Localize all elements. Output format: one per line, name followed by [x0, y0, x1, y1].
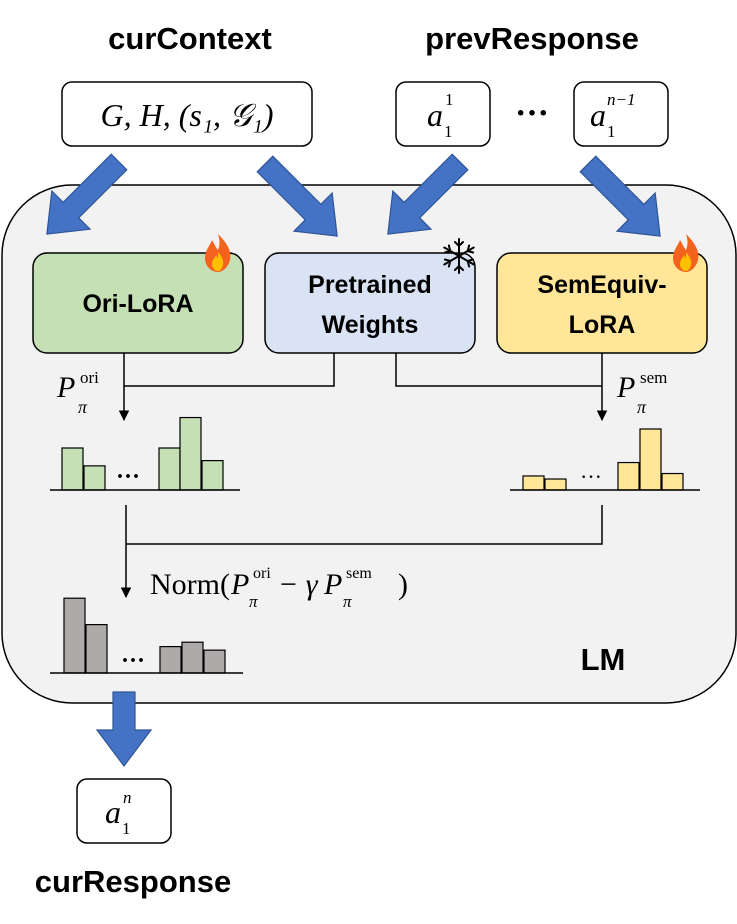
output-box: [76, 778, 172, 844]
prev-response-first-base: a: [427, 97, 443, 133]
prev-response-last-sup: n−1: [607, 90, 635, 109]
norm-p-sem-sub: π: [343, 592, 352, 611]
sem-bar-2: [544, 478, 567, 491]
norm-formula: Norm( P ori π − γ P sem π ): [150, 565, 408, 611]
fire-icon: [205, 234, 231, 272]
arrow-prev-first-to-pretrained: [387, 153, 469, 235]
cur-response-title: curResponse: [35, 864, 231, 899]
combined-bar-1: [63, 597, 86, 674]
norm-p-ori-sup: ori: [253, 565, 271, 582]
p-ori-sup: ori: [80, 368, 99, 387]
semequiv-label-line1: SemEquiv-: [537, 271, 666, 299]
sem-bar-5: [661, 472, 684, 491]
ori-bar-2: [83, 465, 106, 491]
p-sem-base: P: [616, 371, 635, 404]
ori-bar-4: [179, 416, 202, 491]
output-sup: n: [123, 788, 132, 807]
ori-bar-1: [61, 447, 84, 491]
prev-response-first-sub: 1: [444, 122, 453, 141]
p-sem-sub: π: [637, 397, 647, 417]
combined-bar-3: [159, 645, 182, 674]
arrow-context-to-pretrained: [256, 155, 338, 237]
output-sub: 1: [122, 819, 131, 838]
norm-p-sem-base: P: [323, 568, 342, 601]
input-arrows: [46, 153, 661, 767]
semequiv-label-line2: LoRA: [569, 311, 636, 339]
ori-bar-3: [158, 447, 181, 491]
prev-response-ellipsis: ···: [515, 95, 549, 132]
combined-bar-2: [85, 623, 108, 674]
norm-p-ori-base: P: [230, 568, 249, 601]
norm-minus-gamma: − γ: [278, 568, 319, 601]
arrow-lm-to-output: [95, 691, 153, 767]
prev-response-title: prevResponse: [425, 21, 639, 56]
p-sem-sup: sem: [640, 368, 667, 387]
pretrained-label-line2: Weights: [322, 311, 419, 339]
sem-bar-1: [522, 475, 545, 491]
ori-bar-5: [201, 460, 224, 491]
cur-context-title: curContext: [108, 21, 272, 56]
p-ori-base: P: [56, 371, 75, 404]
pretrained-to-ori-line: [124, 353, 335, 387]
prev-response-last-sub: 1: [607, 122, 616, 141]
ori-lora-box: [32, 252, 244, 354]
prev-response-first-sup: 1: [445, 90, 454, 109]
context-input-math: G, H, (s₁, 𝒢₁): [100, 97, 273, 133]
sem-histogram-ellipsis: ···: [580, 464, 602, 489]
pretrained-label-line1: Pretrained: [308, 271, 432, 299]
pretrained-to-sem-line: [395, 353, 602, 387]
norm-p-sem-sup: sem: [346, 565, 372, 582]
arrow-prev-last-to-semequiv: [579, 155, 661, 237]
combined-histogram: ···: [50, 597, 243, 674]
ori-lora-label: Ori-LoRA: [82, 290, 193, 318]
sem-to-combine-line: [126, 505, 603, 545]
lm-label: LM: [581, 642, 626, 677]
combined-histogram-ellipsis: ···: [121, 648, 145, 674]
prev-response-first-box: [395, 81, 491, 147]
ori-histogram-ellipsis: ···: [116, 464, 140, 490]
sem-histogram: ···: [510, 428, 700, 491]
sem-bar-3: [617, 461, 640, 491]
snowflake-icon: [443, 238, 475, 274]
context-input-box: [61, 81, 313, 147]
prev-response-last-box: [573, 81, 669, 147]
fire-icon: [673, 234, 699, 272]
pretrained-weights-box: [264, 252, 476, 354]
p-ori-sub: π: [78, 397, 88, 417]
norm-open: Norm(: [150, 568, 230, 601]
norm-close: ): [398, 568, 408, 601]
arrow-context-to-ori-lora: [46, 153, 128, 235]
prev-response-last-base: a: [590, 97, 606, 133]
output-base: a: [105, 794, 121, 830]
p-ori-label: P ori π: [56, 368, 99, 417]
flow-lines: [118, 353, 608, 599]
p-sem-label: P sem π: [616, 368, 667, 417]
ori-histogram: ···: [50, 416, 240, 491]
combined-bar-4: [181, 641, 204, 674]
combined-bar-5: [203, 649, 226, 674]
norm-p-ori-sub: π: [249, 592, 258, 611]
sem-bar-4: [639, 428, 662, 491]
